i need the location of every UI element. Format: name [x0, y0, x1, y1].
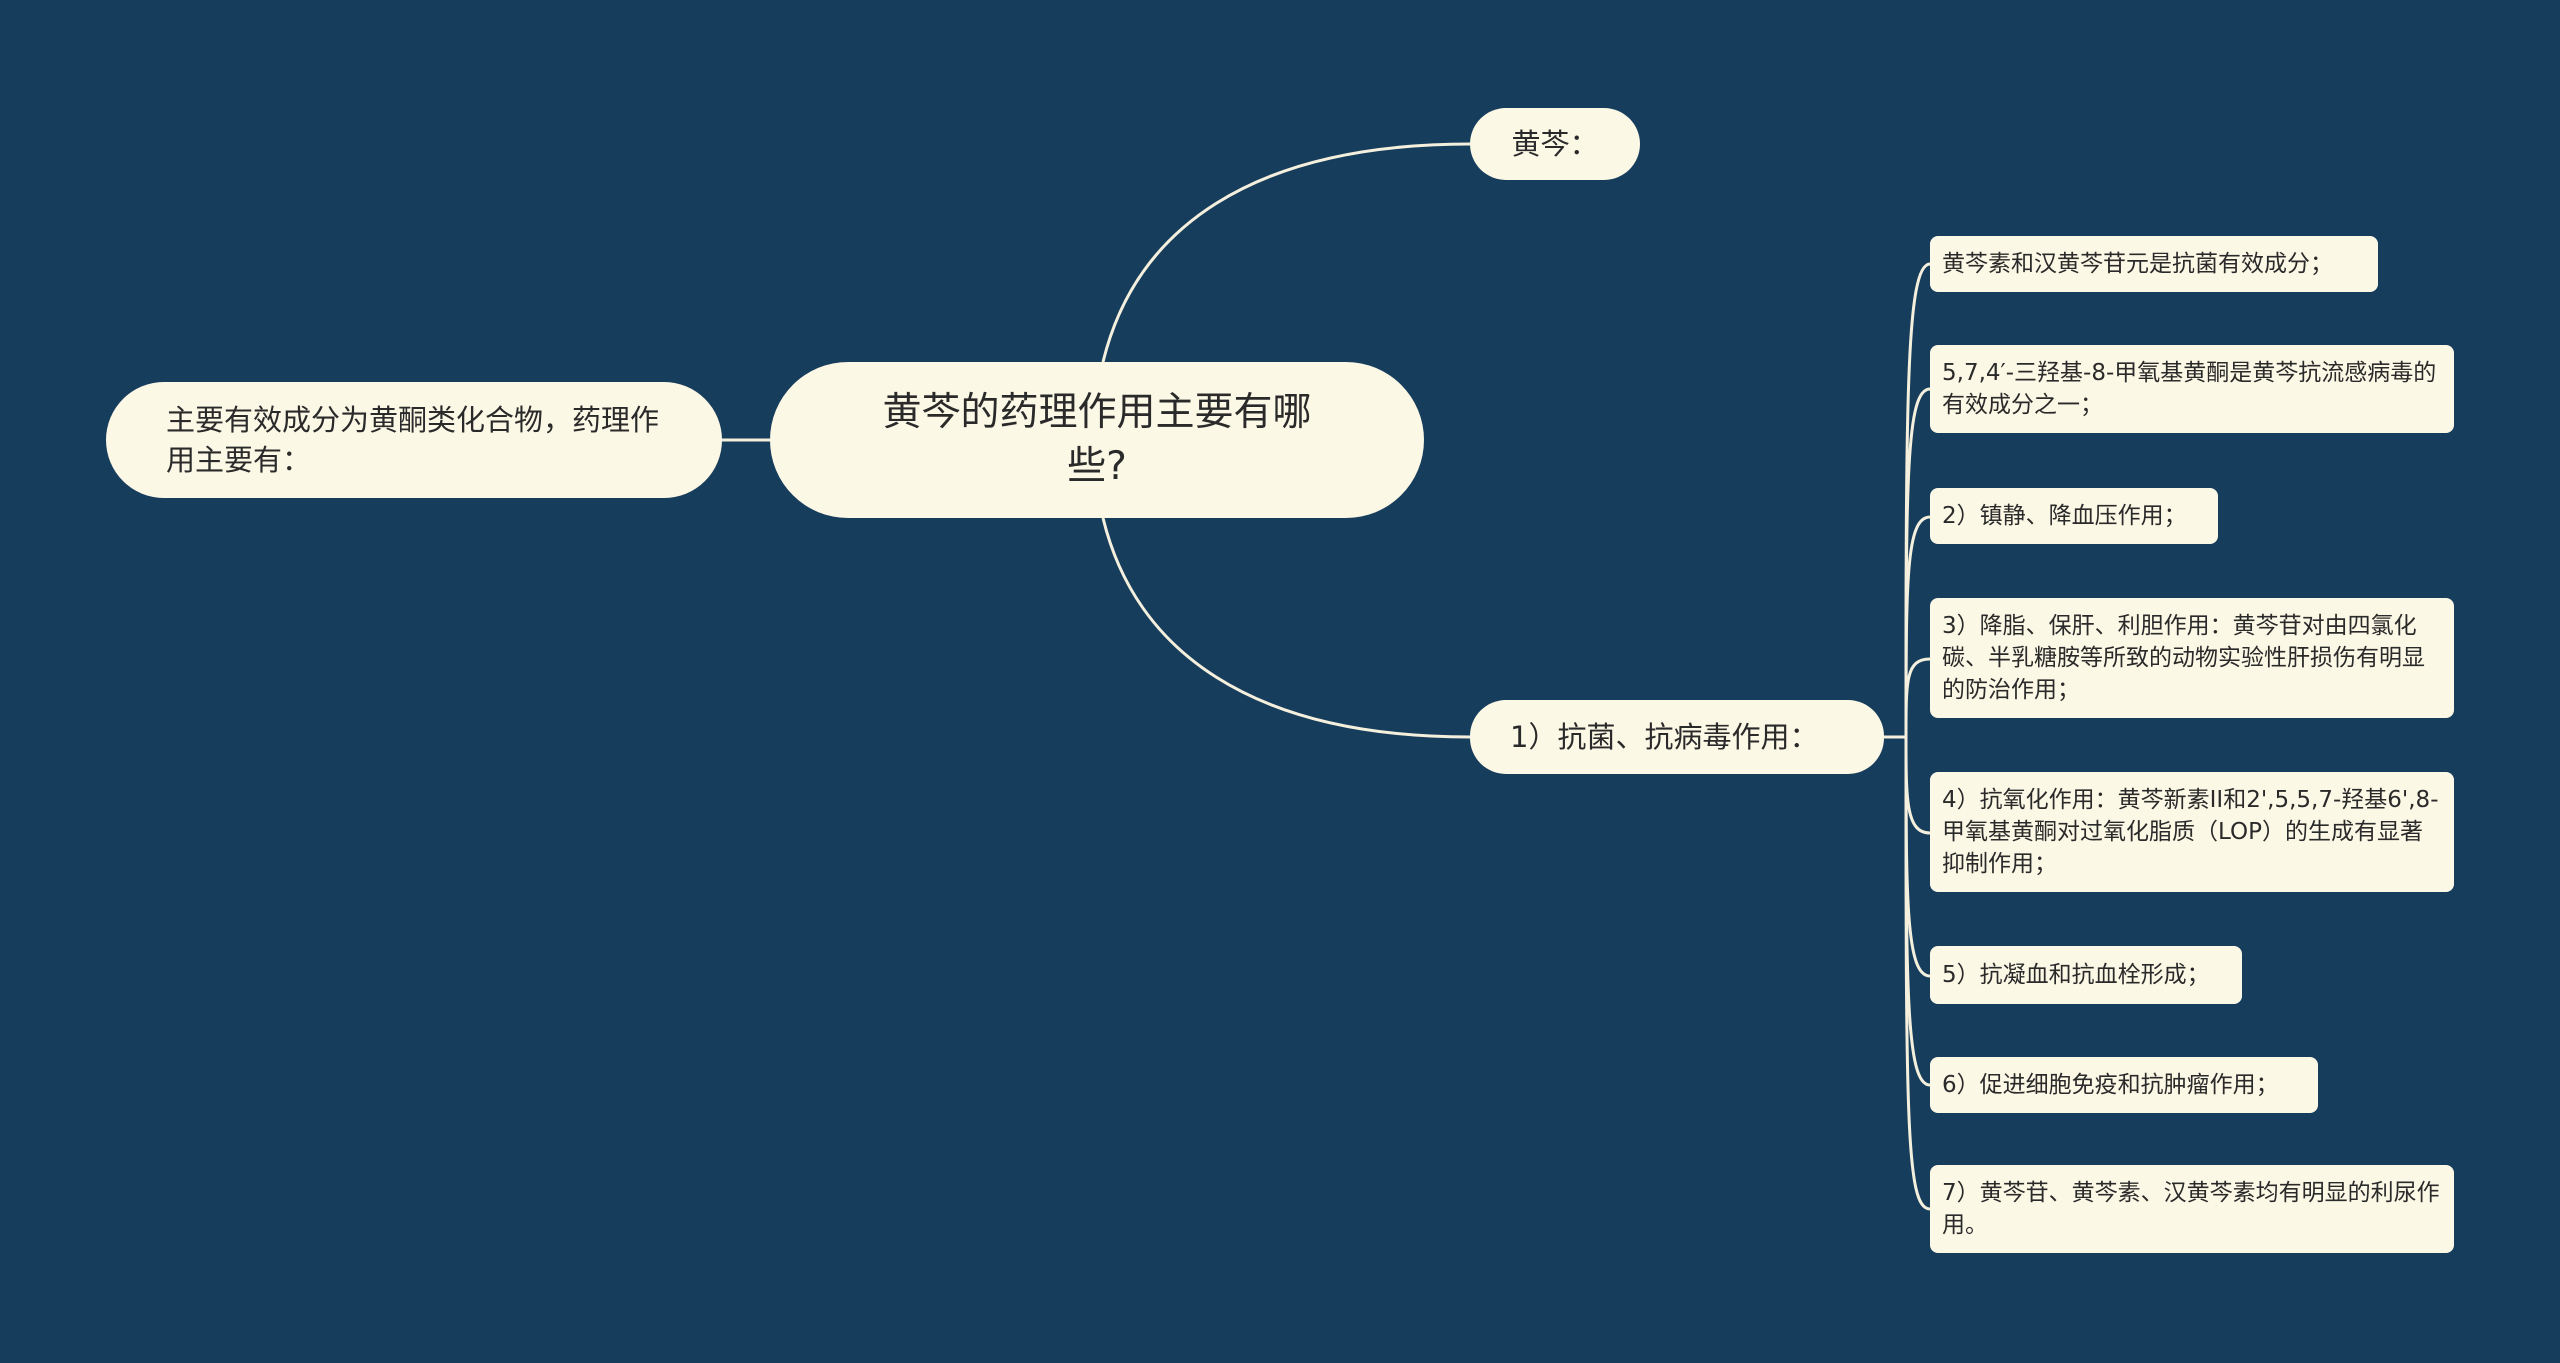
root-topic[interactable]: 黄芩的药理作用主要有哪些?	[770, 362, 1424, 518]
leaf-node-3[interactable]: 2）镇静、降血压作用；	[1930, 488, 2218, 544]
leaf-node-6[interactable]: 5）抗凝血和抗血栓形成；	[1930, 946, 2242, 1004]
link-leaf-1	[1904, 262, 1931, 738]
leaf-node-1[interactable]: 黄芩素和汉黄芩苷元是抗菌有效成分；	[1930, 236, 2378, 292]
link-root-huangqin	[1101, 142, 1471, 363]
link-leaf-6	[1904, 736, 1931, 978]
left-topic-main-components[interactable]: 主要有效成分为黄酮类化合物，药理作用主要有：	[106, 382, 722, 498]
root-topic-label: 黄芩的药理作用主要有哪些?	[882, 390, 1312, 489]
leaf-node-4[interactable]: 3）降脂、保肝、利胆作用：黄芩苷对由四氯化碳、半乳糖胺等所致的动物实验性肝损伤有…	[1930, 598, 2454, 718]
topic-antibacterial-label: 1）抗菌、抗病毒作用：	[1510, 720, 1819, 754]
leaf-node-2[interactable]: 5,7,4′-三羟基-8-甲氧基黄酮是黄芩抗流感病毒的有效成分之一；	[1930, 345, 2454, 433]
leaf-label: 6）促进细胞免疫和抗肿瘤作用；	[1942, 1072, 2279, 1098]
leaf-label: 7）黄芩苷、黄芩素、汉黄芩素均有明显的利尿作用。	[1942, 1180, 2440, 1238]
leaf-label: 5）抗凝血和抗血栓形成；	[1942, 962, 2210, 988]
link-leaf-3	[1904, 515, 1931, 738]
left-topic-label: 主要有效成分为黄酮类化合物，药理作用主要有：	[166, 403, 660, 477]
link-root-antibac	[1101, 517, 1471, 739]
leaf-node-7[interactable]: 6）促进细胞免疫和抗肿瘤作用；	[1930, 1057, 2318, 1113]
leaf-node-5[interactable]: 4）抗氧化作用：黄芩新素II和2',5,5,7-羟基6',8-甲氧基黄酮对过氧化…	[1930, 772, 2454, 892]
leaf-label: 2）镇静、降血压作用；	[1942, 503, 2187, 529]
leaf-label: 4）抗氧化作用：黄芩新素II和2',5,5,7-羟基6',8-甲氧基黄酮对过氧化…	[1942, 787, 2439, 877]
leaf-label: 3）降脂、保肝、利胆作用：黄芩苷对由四氯化碳、半乳糖胺等所致的动物实验性肝损伤有…	[1942, 613, 2425, 703]
link-leaf-8	[1904, 736, 1931, 1211]
topic-huangqin-label: 黄芩：	[1511, 127, 1599, 161]
topic-antibacterial-antiviral[interactable]: 1）抗菌、抗病毒作用：	[1470, 700, 1884, 774]
topic-huangqin[interactable]: 黄芩：	[1470, 108, 1640, 180]
leaf-label: 5,7,4′-三羟基-8-甲氧基黄酮是黄芩抗流感病毒的有效成分之一；	[1942, 360, 2437, 418]
leaf-node-8[interactable]: 7）黄芩苷、黄芩素、汉黄芩素均有明显的利尿作用。	[1930, 1165, 2454, 1253]
link-leaf-5	[1904, 736, 1931, 835]
link-leaf-4	[1904, 657, 1931, 738]
leaf-label: 黄芩素和汉黄芩苷元是抗菌有效成分；	[1942, 251, 2333, 277]
